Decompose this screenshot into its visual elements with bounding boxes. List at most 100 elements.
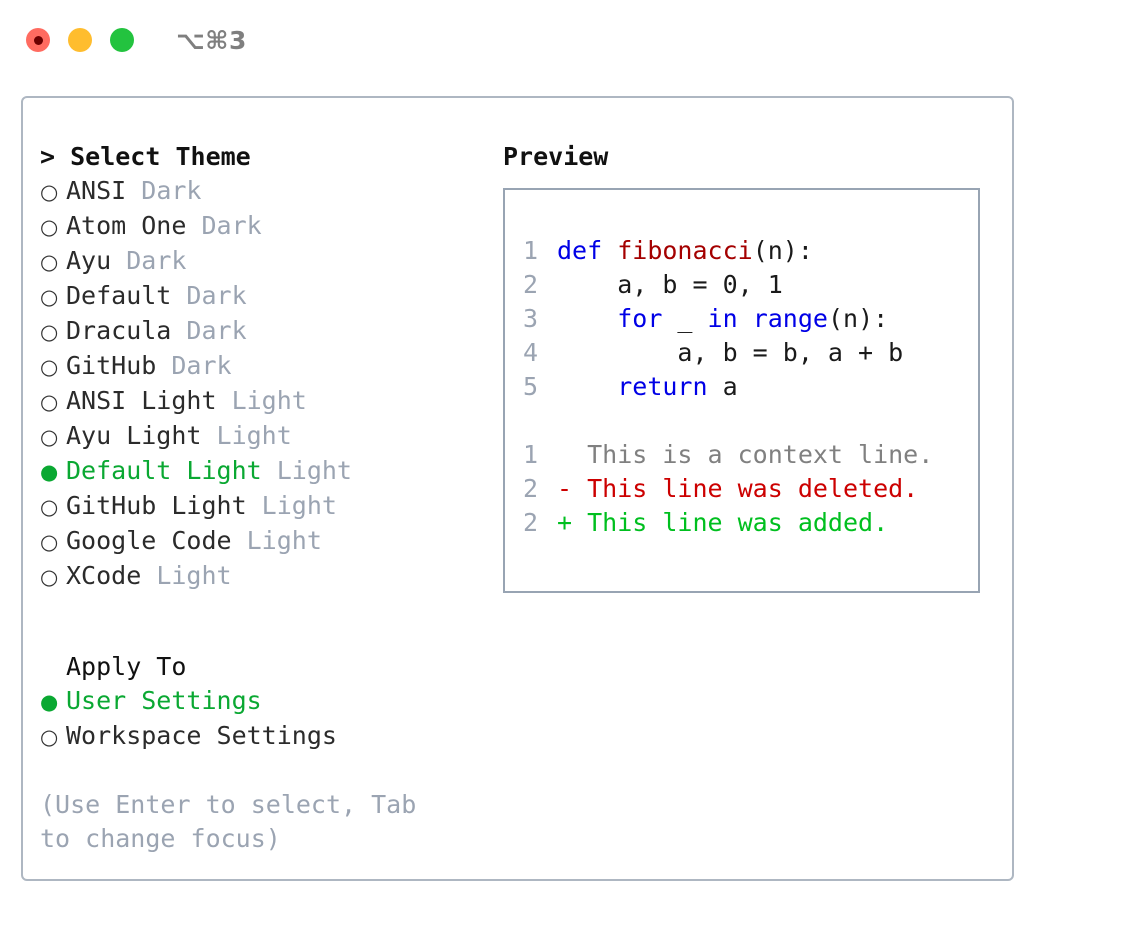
- radio-selected-icon: ●: [40, 460, 59, 484]
- preview-separator: [523, 404, 978, 438]
- zoom-button[interactable]: [110, 28, 134, 52]
- theme-option-dracula[interactable]: ○ Dracula Dark: [40, 314, 503, 349]
- theme-option-default[interactable]: ○Default Dark: [40, 279, 503, 314]
- apply-to-option-workspace-settings[interactable]: ○ Workspace Settings: [40, 719, 503, 754]
- code-token-kw: return: [617, 372, 708, 401]
- code-line: 3 for _ in range(n):: [523, 302, 978, 336]
- theme-option-github[interactable]: ○ GitHub Dark: [40, 349, 503, 384]
- theme-name: Ayu Light: [66, 421, 217, 450]
- radio-icon: ○: [40, 355, 59, 379]
- diff-line-number: 1: [523, 440, 539, 469]
- radio-icon: ○: [40, 320, 59, 344]
- theme-mode-tag: Light: [246, 526, 322, 555]
- code-line: 2 a, b = 0, 1: [523, 268, 978, 302]
- code-line-number: 1: [523, 236, 539, 265]
- theme-mode-tag: Dark: [171, 351, 232, 380]
- theme-mode-tag: Light: [276, 456, 352, 485]
- diff-line-number: 2: [523, 508, 539, 537]
- theme-option-xcode[interactable]: ○XCode Light: [40, 559, 503, 594]
- code-line-number: 4: [523, 338, 539, 367]
- diff-line-content: This is a context line.: [557, 440, 934, 469]
- theme-name: Default Light: [66, 456, 277, 485]
- theme-name: XCode: [66, 561, 157, 590]
- theme-list[interactable]: ○ANSI Dark○Atom One Dark○Ayu Dark○Defaul…: [40, 174, 503, 594]
- theme-option-atom-one[interactable]: ○ Atom One Dark: [40, 209, 503, 244]
- apply-to-label: User Settings: [66, 686, 262, 715]
- code-line-content: def fibonacci(n):: [557, 236, 813, 265]
- theme-mode-tag: Light: [216, 421, 292, 450]
- close-button[interactable]: [26, 28, 50, 52]
- theme-mode-tag: Dark: [126, 246, 187, 275]
- theme-mode-tag: Light: [261, 491, 337, 520]
- theme-name: Google Code: [66, 526, 247, 555]
- apply-to-label: Workspace Settings: [66, 721, 337, 750]
- theme-mode-tag: Dark: [186, 316, 247, 345]
- code-token-kw: in: [707, 304, 738, 333]
- diff-line-added: 2 + This line was added.: [523, 506, 978, 540]
- diff-line-content: - This line was deleted.: [557, 474, 919, 503]
- theme-name: Atom One: [66, 211, 202, 240]
- theme-mode-tag: Dark: [186, 281, 247, 310]
- window-controls: [26, 28, 134, 52]
- apply-to-list[interactable]: ● User Settings ○ Workspace Settings: [40, 684, 503, 754]
- theme-name: ANSI: [66, 176, 142, 205]
- theme-name: Dracula: [66, 316, 187, 345]
- diff-line-deleted: 2 - This line was deleted.: [523, 472, 978, 506]
- theme-name: Default: [66, 281, 187, 310]
- theme-option-ansi[interactable]: ○ ANSI Dark: [40, 174, 503, 209]
- radio-icon: ○: [40, 725, 59, 749]
- code-line-number: 5: [523, 372, 539, 401]
- minimize-button[interactable]: [68, 28, 92, 52]
- theme-option-google-code[interactable]: ○ Google Code Light: [40, 524, 503, 559]
- code-line-content: return a: [617, 372, 738, 401]
- code-token-kw: range: [752, 304, 828, 333]
- code-line-content: a, b = b, a + b: [677, 338, 904, 367]
- theme-option-ansi-light[interactable]: ○ ANSI Light Light: [40, 384, 503, 419]
- code-line-number: 2: [523, 270, 539, 299]
- theme-mode-tag: Dark: [141, 176, 202, 205]
- radio-icon: ○: [40, 425, 59, 449]
- keyboard-shortcut-label: ⌥⌘3: [176, 25, 247, 55]
- radio-selected-icon: ●: [40, 690, 59, 714]
- radio-icon: ○: [40, 390, 59, 414]
- code-line-content: for _ in range(n):: [617, 304, 889, 333]
- apply-to-option-user-settings[interactable]: ● User Settings: [40, 684, 503, 719]
- diff-line-number: 2: [523, 474, 539, 503]
- theme-mode-tag: Dark: [201, 211, 262, 240]
- code-token-kw: for: [617, 304, 663, 333]
- code-line: 1 def fibonacci(n):: [523, 234, 978, 268]
- title-bar: ⌥⌘3: [0, 0, 1140, 80]
- theme-list-pane: > Select Theme ○ANSI Dark○Atom One Dark○…: [23, 98, 503, 879]
- code-token-kw: def: [557, 236, 603, 265]
- radio-icon: ○: [40, 565, 59, 589]
- theme-name: ANSI Light: [66, 386, 232, 415]
- radio-icon: ○: [40, 215, 59, 239]
- code-line-number: 3: [523, 304, 539, 333]
- page-title: > Select Theme: [40, 142, 251, 171]
- code-line: 4 a, b = b, a + b: [523, 336, 978, 370]
- keyboard-hint: (Use Enter to select, Tab to change focu…: [40, 790, 417, 853]
- theme-option-ayu[interactable]: ○Ayu Dark: [40, 244, 503, 279]
- code-line-content: a, b = 0, 1: [617, 270, 783, 299]
- apply-to-title: Apply To: [66, 652, 187, 681]
- theme-selection-dialog: > Select Theme ○ANSI Dark○Atom One Dark○…: [21, 96, 1014, 881]
- radio-icon: ○: [40, 530, 59, 554]
- diff-line-content: + This line was added.: [557, 508, 889, 537]
- diff-preview: 1 This is a context line.2- This line wa…: [523, 438, 978, 540]
- diff-line-context: 1 This is a context line.: [523, 438, 978, 472]
- radio-icon: ○: [40, 250, 59, 274]
- theme-option-ayu-light[interactable]: ○ Ayu Light Light: [40, 419, 503, 454]
- radio-icon: ○: [40, 180, 59, 204]
- radio-icon: ○: [40, 495, 59, 519]
- code-token-fn: fibonacci: [617, 236, 753, 265]
- theme-name: GitHub: [66, 351, 172, 380]
- theme-option-github-light[interactable]: ○ GitHub Light Light: [40, 489, 503, 524]
- theme-mode-tag: Light: [231, 386, 307, 415]
- code-line: 5 return a: [523, 370, 978, 404]
- theme-option-default-light[interactable]: ● Default Light Light: [40, 454, 503, 489]
- theme-name: GitHub Light: [66, 491, 262, 520]
